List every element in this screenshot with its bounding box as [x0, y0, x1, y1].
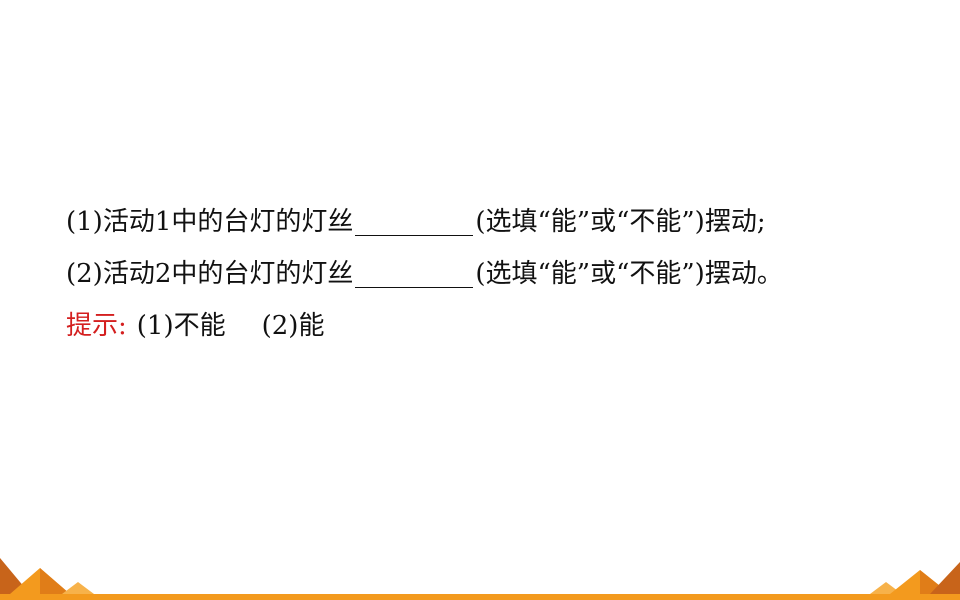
right-pyramid-shade	[920, 570, 950, 594]
hint-answer-1: (1)不能	[136, 311, 226, 341]
left-pyramid-dark	[0, 558, 30, 594]
footer-band	[0, 594, 960, 600]
question-line-2: (2)活动2中的台灯的灯丝 (选填“能”或“不能”)摆动。	[66, 248, 946, 300]
question-line-1-option: (选填“能”或“不能”)摆动;	[475, 207, 766, 237]
right-pyramid-small	[870, 582, 902, 594]
answer-blank-2[interactable]	[355, 257, 474, 288]
right-pyramid-large	[890, 570, 950, 594]
answer-blank-1[interactable]	[355, 205, 474, 236]
question-line-2-option: (选填“能”或“不能”)摆动。	[475, 259, 783, 289]
left-pyramid-small	[62, 582, 94, 594]
hint-answer-2: (2)能	[261, 311, 325, 341]
question-line-1-text: (1)活动1中的台灯的灯丝	[66, 207, 354, 237]
question-block: (1)活动1中的台灯的灯丝 (选填“能”或“不能”)摆动; (2)活动2中的台灯的…	[66, 196, 946, 352]
left-pyramid-shade	[40, 568, 70, 594]
hint-label: 提示:	[66, 311, 127, 341]
right-pyramid-dark	[930, 562, 960, 594]
hint-line: 提示: (1)不能 (2)能	[66, 300, 946, 352]
question-line-1: (1)活动1中的台灯的灯丝 (选填“能”或“不能”)摆动;	[66, 196, 946, 248]
left-pyramid-large	[10, 568, 70, 594]
question-line-2-text: (2)活动2中的台灯的灯丝	[66, 259, 354, 289]
